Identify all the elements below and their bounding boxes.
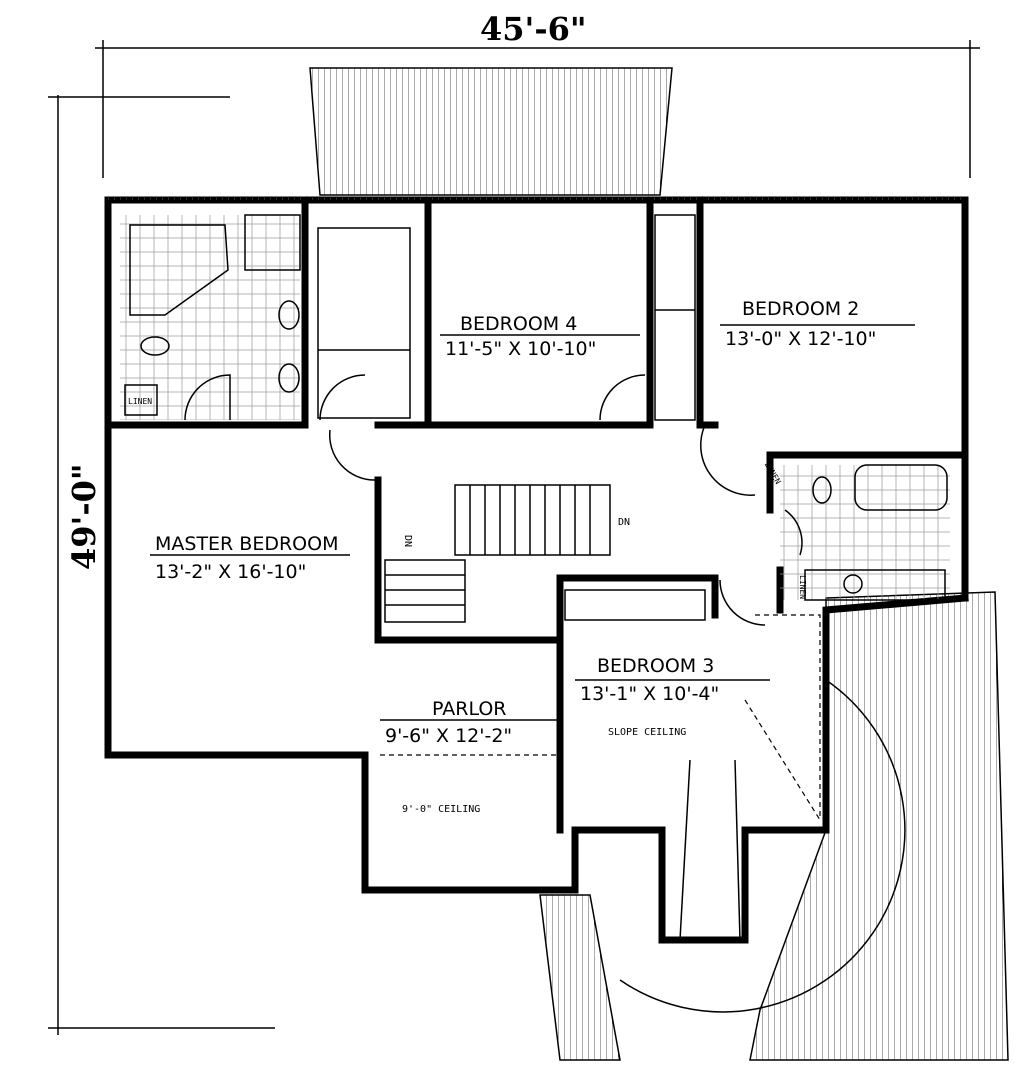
linen-label-bath: LINEN	[798, 575, 807, 599]
stair-down-label-2: DN	[402, 535, 413, 547]
bathroom-fixtures	[120, 214, 950, 601]
bedroom4-size: 11'-5" X 10'-10"	[445, 338, 596, 360]
parlor-size: 9'-6" X 12'-2"	[385, 725, 512, 747]
closets	[317, 214, 706, 621]
bedroom3-size: 13'-1" X 10'-4"	[580, 683, 719, 705]
roof-hatching	[309, 67, 1009, 1061]
ceiling-height-note: 9'-0" CEILING	[402, 804, 480, 815]
overall-depth: 49'-0"	[65, 463, 103, 570]
overall-dimensions: 45'-6" 49'-0"	[65, 10, 587, 570]
bedroom4-name: BEDROOM 4	[460, 313, 577, 335]
turret-outline	[380, 614, 906, 1013]
exterior-walls	[104, 196, 969, 944]
linen-label-master: LINEN	[128, 397, 152, 406]
bedroom2-size: 13'-0" X 12'-10"	[725, 328, 876, 350]
bedroom3-name: BEDROOM 3	[597, 655, 714, 677]
interior-walls	[104, 196, 969, 834]
linen-label-hall: LINEN	[763, 460, 783, 486]
dimension-lines	[48, 40, 980, 1035]
bedroom2-name: BEDROOM 2	[742, 298, 859, 320]
stair-down-label: DN	[618, 517, 630, 528]
overall-width: 45'-6"	[480, 10, 587, 48]
parlor-name: PARLOR	[432, 698, 507, 720]
slope-ceiling-note: SLOPE CEILING	[608, 727, 686, 738]
master-size: 13'-2" X 16'-10"	[155, 561, 306, 583]
door-swings	[184, 374, 803, 626]
master-name: MASTER BEDROOM	[155, 533, 338, 555]
room-labels: BEDROOM 4 11'-5" X 10'-10" BEDROOM 2 13'…	[150, 298, 915, 747]
staircase	[384, 484, 611, 623]
